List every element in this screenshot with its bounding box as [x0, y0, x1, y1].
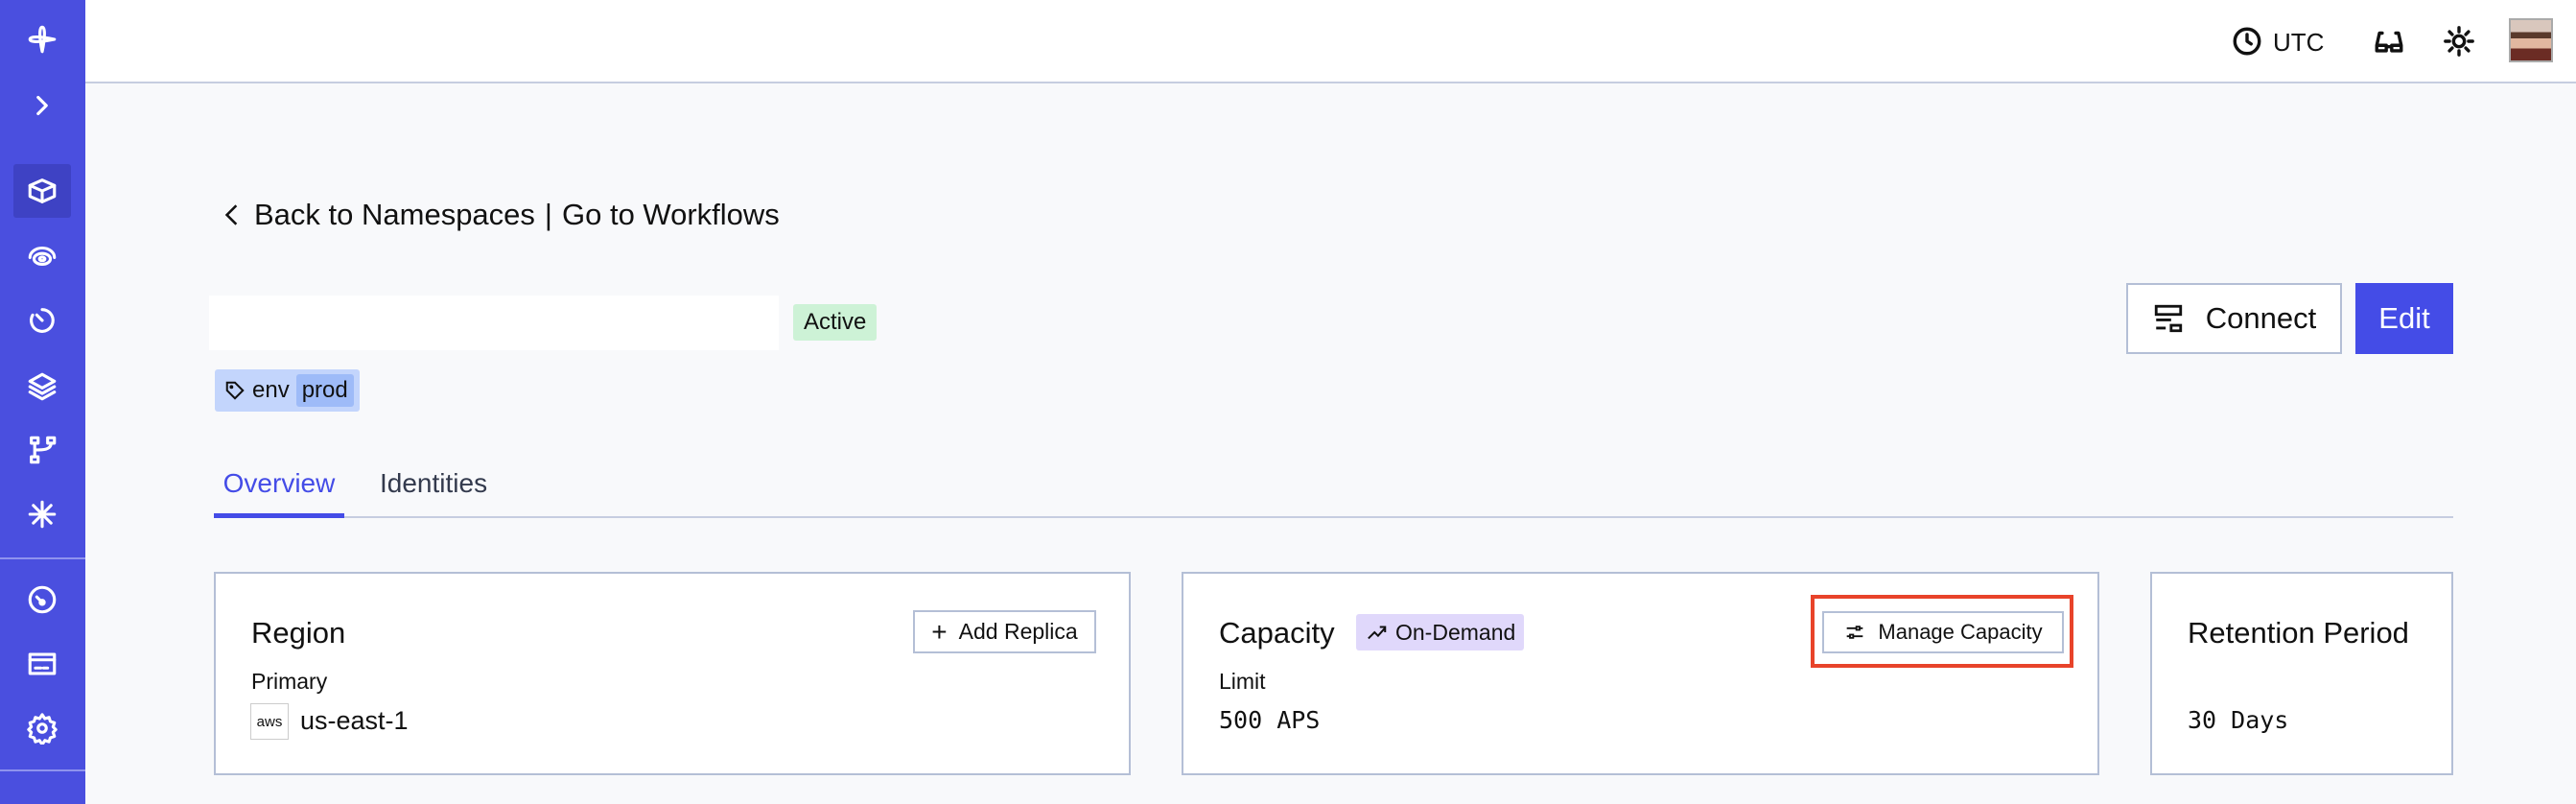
- chevron-left-icon[interactable]: [220, 199, 245, 231]
- sidebar-item-observability[interactable]: [13, 229, 71, 283]
- sidebar-item-layers[interactable]: [13, 360, 71, 414]
- edit-button[interactable]: Edit: [2355, 283, 2453, 354]
- limit-value: 500 APS: [1219, 706, 1321, 734]
- add-replica-button[interactable]: + Add Replica: [913, 610, 1096, 653]
- tabs-divider: [214, 516, 2453, 518]
- sidebar-item-settings[interactable]: [13, 701, 71, 755]
- add-replica-label: Add Replica: [958, 619, 1078, 644]
- glasses-icon[interactable]: [2373, 25, 2405, 62]
- timezone-label[interactable]: UTC: [2273, 28, 2325, 57]
- sidebar-item-asterisk[interactable]: [13, 487, 71, 541]
- breadcrumb: Back to Namespaces | Go to Workflows: [220, 198, 780, 232]
- back-to-namespaces-link[interactable]: Back to Namespaces: [254, 198, 535, 231]
- tab-identities[interactable]: Identities: [380, 468, 488, 498]
- manage-capacity-label: Manage Capacity: [1878, 620, 2043, 644]
- sidebar-item-namespaces[interactable]: [13, 164, 71, 218]
- aws-logo-icon: aws: [250, 703, 289, 740]
- tag-key: env: [252, 377, 290, 403]
- plus-icon: +: [931, 616, 948, 647]
- tab-overview[interactable]: Overview: [214, 468, 344, 518]
- capacity-card: Capacity On-Demand Manage Capacity Limit…: [1182, 572, 2099, 775]
- sun-icon[interactable]: [2443, 25, 2475, 62]
- connect-icon: [2154, 304, 2182, 333]
- on-demand-label: On-Demand: [1395, 619, 1516, 645]
- sidebar-item-billing[interactable]: [13, 637, 71, 691]
- limit-label: Limit: [1219, 669, 1266, 694]
- git-branch-icon: [30, 436, 57, 464]
- asterisk-icon: [28, 500, 57, 529]
- tag-value: prod: [295, 374, 354, 407]
- separator: |: [544, 198, 552, 231]
- top-header: [85, 0, 2576, 83]
- region-title: Region: [251, 616, 346, 650]
- connect-button[interactable]: Connect: [2126, 283, 2342, 354]
- gear-icon: [27, 713, 58, 745]
- signal-icon: [28, 246, 57, 267]
- trending-up-icon: [1368, 626, 1387, 640]
- connect-label: Connect: [2205, 301, 2317, 335]
- sidebar-divider: [0, 769, 85, 771]
- region-card: Region + Add Replica Primary aws us-east-…: [214, 572, 1131, 775]
- tag-chip: env prod: [215, 369, 360, 412]
- retention-value: 30 Days: [2188, 706, 2289, 734]
- sidebar-divider: [0, 557, 85, 559]
- tag-icon: [225, 381, 245, 400]
- primary-label: Primary: [251, 669, 328, 694]
- capacity-title: Capacity: [1219, 616, 1335, 650]
- on-demand-badge: On-Demand: [1356, 614, 1525, 650]
- sidebar-item-workflows[interactable]: [13, 423, 71, 477]
- retention-title: Retention Period: [2188, 616, 2409, 650]
- go-to-workflows-link[interactable]: Go to Workflows: [561, 198, 780, 231]
- clock-icon[interactable]: [2231, 25, 2263, 62]
- cube-icon: [28, 178, 57, 203]
- logo-icon[interactable]: [13, 12, 71, 66]
- avatar[interactable]: [2509, 18, 2553, 62]
- timer-icon: [30, 308, 55, 333]
- gauge-icon: [28, 585, 57, 614]
- manage-capacity-button[interactable]: Manage Capacity: [1822, 611, 2064, 653]
- sliders-icon: [1847, 626, 1863, 639]
- region-value: us-east-1: [300, 706, 409, 735]
- sidebar: [0, 0, 85, 804]
- sidebar-item-usage[interactable]: [13, 573, 71, 627]
- chevron-right-icon[interactable]: [13, 79, 71, 132]
- status-badge: Active: [793, 304, 878, 341]
- highlight-outline: [1811, 595, 2073, 668]
- namespace-name-redacted: [209, 296, 779, 350]
- layers-icon: [28, 372, 57, 401]
- retention-card: Retention Period 30 Days: [2150, 572, 2453, 775]
- sidebar-item-history[interactable]: [13, 294, 71, 347]
- credit-card-icon: [28, 652, 57, 675]
